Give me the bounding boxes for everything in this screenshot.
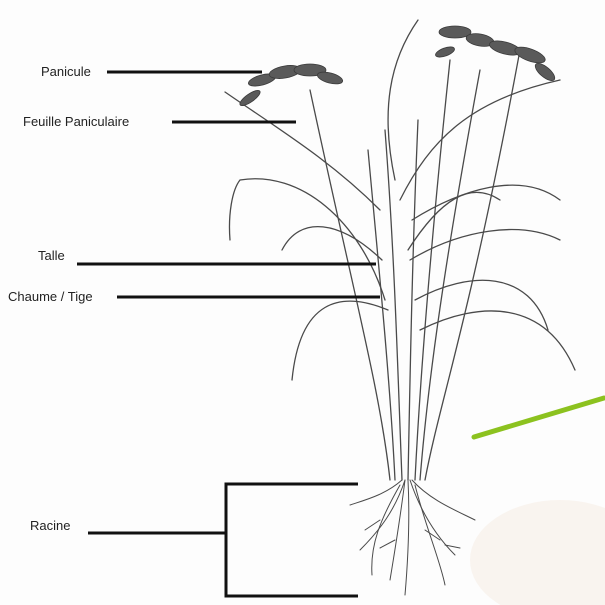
- grain-cluster: [434, 45, 456, 59]
- stem: [368, 150, 395, 480]
- leader-lines: [77, 72, 380, 533]
- paper-stain: [470, 500, 605, 605]
- root-hairs: [365, 520, 460, 548]
- label-feuille-paniculaire: Feuille Paniculaire: [23, 114, 129, 130]
- label-chaume-tige: Chaume / Tige: [8, 289, 93, 305]
- stem: [310, 90, 390, 480]
- leaf: [229, 179, 385, 300]
- leaf: [282, 227, 382, 260]
- plant-drawing: [225, 20, 575, 480]
- leaf: [292, 301, 388, 380]
- label-racine: Racine: [30, 518, 70, 534]
- stem: [408, 120, 418, 480]
- leaf: [420, 311, 575, 370]
- label-panicule: Panicule: [41, 64, 91, 80]
- grain-cluster: [238, 88, 262, 108]
- grain-cluster: [316, 70, 344, 86]
- grain-cluster: [533, 60, 558, 83]
- root: [372, 485, 400, 575]
- root: [412, 480, 475, 520]
- root: [360, 480, 405, 550]
- label-talle: Talle: [38, 248, 65, 264]
- root: [405, 480, 409, 595]
- root: [415, 485, 445, 585]
- root: [390, 480, 405, 580]
- root-system: [350, 480, 475, 595]
- leaf: [388, 20, 418, 180]
- stem: [415, 60, 450, 480]
- leaf: [400, 80, 560, 200]
- leaf: [225, 92, 380, 210]
- root-bracket: [226, 484, 358, 596]
- grain-cluster: [439, 26, 471, 38]
- stem: [385, 130, 402, 480]
- accent-line: [474, 398, 604, 437]
